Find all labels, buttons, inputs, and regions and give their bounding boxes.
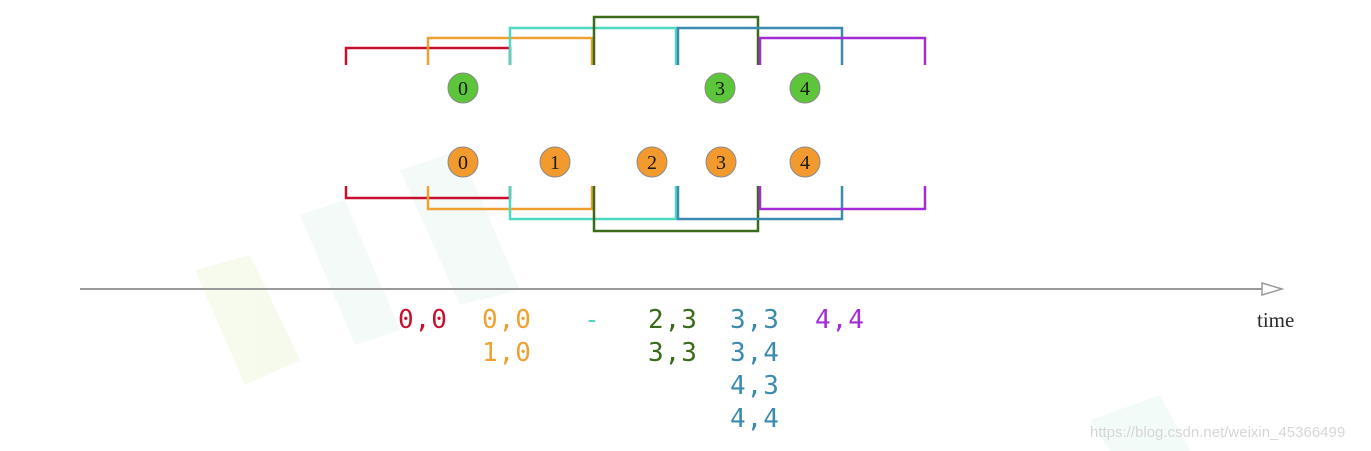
window-4-lower-bracket bbox=[676, 186, 844, 221]
bottom-stream-node-4: 4 bbox=[789, 146, 821, 178]
bottom-stream-node-3: 3 bbox=[705, 146, 737, 178]
bottom-stream-node-2-label: 2 bbox=[647, 152, 657, 174]
bottom-stream-node-2: 2 bbox=[636, 146, 668, 178]
window-5-upper-bracket bbox=[758, 36, 927, 65]
result-pair: - bbox=[584, 305, 601, 335]
top-stream-node-0: 0 bbox=[447, 72, 479, 104]
result-pair: 4,4 bbox=[730, 404, 780, 434]
window-4-upper-bracket bbox=[676, 26, 844, 65]
result-pair: 3,3 bbox=[648, 338, 698, 368]
bottom-stream-node-4-label: 4 bbox=[800, 152, 810, 174]
top-stream-node-1: 3 bbox=[704, 72, 736, 104]
bottom-stream-node-2-circle bbox=[636, 146, 668, 178]
result-pair: 2,3 bbox=[648, 305, 698, 335]
bottom-stream-node-3-label: 3 bbox=[716, 152, 726, 174]
time-axis-arrow-icon bbox=[1261, 281, 1285, 297]
bottom-stream-node-1-label: 1 bbox=[550, 152, 560, 174]
bottom-stream-node-0-circle bbox=[447, 146, 479, 178]
window-3-upper-bracket bbox=[592, 15, 760, 65]
bottom-stream-node-3-circle bbox=[705, 146, 737, 178]
top-stream-node-0-label: 0 bbox=[458, 78, 468, 100]
top-stream-node-2: 4 bbox=[789, 72, 821, 104]
top-stream-node-1-circle bbox=[704, 72, 736, 104]
window-3-lower-bracket bbox=[592, 186, 760, 233]
watermark-url: https://blog.csdn.net/weixin_45366499 bbox=[1090, 424, 1346, 441]
result-pair: 4,3 bbox=[730, 371, 780, 401]
result-pair: 0,0 bbox=[482, 305, 532, 335]
top-stream-node-1-label: 3 bbox=[715, 78, 725, 100]
result-pair: 0,0 bbox=[398, 305, 448, 335]
stream-nodes: 0 3 4 0 1 2 3 4 bbox=[447, 72, 821, 178]
result-pair: 3,4 bbox=[730, 338, 780, 368]
top-stream-node-2-circle bbox=[789, 72, 821, 104]
top-stream-node-2-label: 4 bbox=[800, 78, 810, 100]
watermark-logo bbox=[195, 150, 1190, 451]
time-axis-label: time bbox=[1257, 308, 1295, 332]
bottom-stream-node-1-circle bbox=[539, 146, 571, 178]
bottom-stream-node-0: 0 bbox=[447, 146, 479, 178]
result-column-2: - bbox=[584, 304, 601, 337]
result-pair: 1,0 bbox=[482, 338, 532, 368]
bottom-stream-node-0-label: 0 bbox=[458, 152, 468, 174]
result-column-0: 0,0 bbox=[398, 304, 448, 337]
bottom-stream-node-1: 1 bbox=[539, 146, 571, 178]
result-pair: 3,3 bbox=[730, 305, 780, 335]
result-pair: 4,4 bbox=[815, 305, 865, 335]
result-column-5: 4,4 bbox=[815, 304, 865, 337]
window-brackets bbox=[344, 15, 927, 233]
top-stream-node-0-circle bbox=[447, 72, 479, 104]
window-5-lower-bracket bbox=[758, 186, 927, 211]
bottom-stream-node-4-circle bbox=[789, 146, 821, 178]
